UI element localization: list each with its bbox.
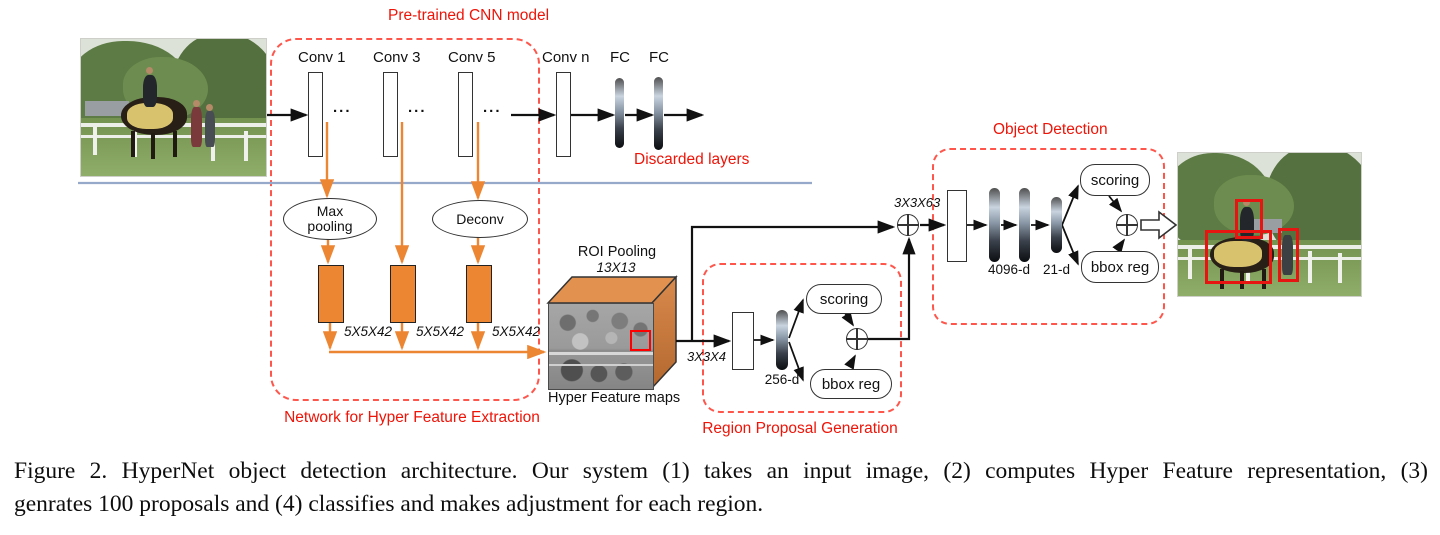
input-image xyxy=(80,38,267,177)
od-scoring-node: scoring xyxy=(1080,164,1150,196)
deconv-label: Deconv xyxy=(456,210,504,227)
ellipsis-1: ... xyxy=(333,99,352,116)
max-pooling-label: Max pooling xyxy=(307,203,353,234)
building xyxy=(85,101,129,116)
od-title: Object Detection xyxy=(993,121,1108,138)
conv1-label: Conv 1 xyxy=(298,49,346,66)
featmap-detail xyxy=(549,363,653,366)
horse-leg xyxy=(1262,269,1266,289)
rpg-scoring-node: scoring xyxy=(806,284,882,314)
rpg-bbox-node: bbox reg xyxy=(810,369,892,399)
rpg-title: Region Proposal Generation xyxy=(702,420,898,437)
featmap-detail xyxy=(549,351,653,355)
conv3-layer xyxy=(383,72,398,157)
rider-head xyxy=(1243,199,1250,206)
horse-leg xyxy=(131,131,135,157)
deconv-node: Deconv xyxy=(432,200,528,238)
fc1-layer xyxy=(615,78,624,148)
detection-box-person xyxy=(1235,199,1263,239)
rpg-fc-layer xyxy=(776,310,788,370)
rpg-kernel-label: 3X3X4 xyxy=(687,349,727,364)
fc2-layer xyxy=(654,77,663,150)
hyper-feature-maps-label: Hyper Feature maps xyxy=(548,390,681,406)
rpg-arrows xyxy=(753,298,856,382)
rpg-scoring-label: scoring xyxy=(819,290,869,308)
hyper-extraction-title: Network for Hyper Feature Extraction xyxy=(284,409,540,426)
conv3-label: Conv 3 xyxy=(373,49,421,66)
roi-pooling-label: ROI Pooling xyxy=(577,244,657,260)
od-conv-layer xyxy=(947,190,967,262)
fence-post xyxy=(133,127,137,157)
horse-leg xyxy=(151,133,155,159)
od-bbox-node: bbox reg xyxy=(1081,251,1159,283)
output-arrow-icon xyxy=(1140,210,1178,240)
ellipsis-3: ... xyxy=(483,99,502,116)
hyper-conv-layer-2 xyxy=(390,265,416,323)
horse-leg xyxy=(1240,271,1244,289)
object-detection-box xyxy=(932,148,1165,325)
rpg-sum-node-icon xyxy=(846,328,868,350)
rider xyxy=(143,75,157,107)
person-standing xyxy=(191,107,202,147)
od-kernel-label: 3X3X63 xyxy=(894,195,941,210)
conv5-layer xyxy=(458,72,473,157)
horse-blanket xyxy=(1214,241,1262,267)
convn-layer xyxy=(556,72,571,157)
od-arrows xyxy=(966,184,1126,266)
fc2-label: FC xyxy=(649,49,669,66)
pretrained-title: Pre-trained CNN model xyxy=(388,7,550,24)
od-sum-node-icon xyxy=(1116,214,1138,236)
horse-leg xyxy=(1220,269,1224,289)
fence-post xyxy=(244,131,248,161)
output-image xyxy=(1177,152,1362,297)
person-head xyxy=(206,104,213,111)
fence-post xyxy=(1308,251,1312,283)
branch-wires xyxy=(676,218,947,348)
rpg-conv-layer xyxy=(732,312,754,370)
roi-window xyxy=(630,330,651,351)
person-head xyxy=(193,100,200,107)
kernel-label-2: 5X5X42 xyxy=(416,324,465,339)
figure-caption-line1: Figure 2. HyperNet object detection arch… xyxy=(14,458,1428,484)
horse-leg xyxy=(173,131,177,157)
rider-head xyxy=(146,67,153,74)
hyper-conv-layer-1 xyxy=(318,265,344,323)
od-dim1-label: 4096-d xyxy=(988,262,1031,277)
hyper-feature-map-image xyxy=(548,303,654,390)
hyper-conv-layer-3 xyxy=(466,265,492,323)
fence-post xyxy=(1338,253,1342,283)
kernel-label-1: 5X5X42 xyxy=(344,324,393,339)
figure-caption-line2: genrates 100 proposals and (4) classifie… xyxy=(14,491,764,517)
kernel-label-3: 5X5X42 xyxy=(492,324,541,339)
roi-size-label: 13X13 xyxy=(596,260,636,275)
od-fc-layer-1 xyxy=(989,188,1000,262)
ellipsis-2: ... xyxy=(408,99,427,116)
person-small xyxy=(205,111,215,147)
detection-box-right xyxy=(1278,228,1299,282)
conv1-layer xyxy=(308,72,323,157)
hyper-feature-arrows xyxy=(319,122,547,360)
od-input-sum-node-icon xyxy=(897,214,919,236)
conv5-label: Conv 5 xyxy=(448,49,496,66)
od-scoring-label: scoring xyxy=(1090,171,1140,189)
person-small xyxy=(1282,235,1293,275)
od-fc-layer-2 xyxy=(1019,188,1030,262)
convn-label: Conv n xyxy=(542,49,590,66)
od-bbox-label: bbox reg xyxy=(1090,258,1150,276)
od-fc-layer-3 xyxy=(1051,197,1062,253)
horse-blanket xyxy=(127,103,173,129)
rpg-bbox-label: bbox reg xyxy=(821,375,881,393)
max-pooling-node: Max pooling xyxy=(283,198,377,240)
hyper-feature-extraction-box xyxy=(270,38,540,401)
fence-post xyxy=(1188,249,1192,279)
detection-box-horse xyxy=(1205,230,1272,284)
fence-post xyxy=(93,127,97,155)
discarded-layers-label: Discarded layers xyxy=(634,151,750,168)
od-dim2-label: 21-d xyxy=(1043,262,1071,277)
fc1-label: FC xyxy=(610,49,630,66)
rpg-dim-label: 256-d xyxy=(764,372,800,387)
